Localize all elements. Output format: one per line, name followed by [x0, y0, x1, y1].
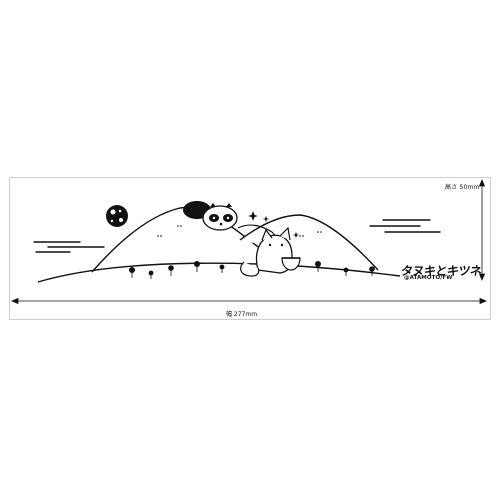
- logo-credit: @ATAMOTO/FW: [404, 275, 453, 281]
- height-label: 高さ 50mm: [445, 184, 480, 191]
- width-label: 幅 277mm: [226, 311, 258, 318]
- moon-icon: [106, 205, 128, 227]
- cloud-icon: [33, 241, 105, 253]
- tanuki-icon: [183, 201, 238, 231]
- flower-icon: [129, 261, 375, 279]
- width-dimension-arrow: [10, 297, 488, 305]
- ramen-bowl-icon: [281, 257, 301, 271]
- height-dimension-arrow: [478, 178, 486, 282]
- sparkle-icon: [248, 211, 300, 238]
- grass-marks: [157, 225, 322, 237]
- cloud-icon: [369, 219, 441, 233]
